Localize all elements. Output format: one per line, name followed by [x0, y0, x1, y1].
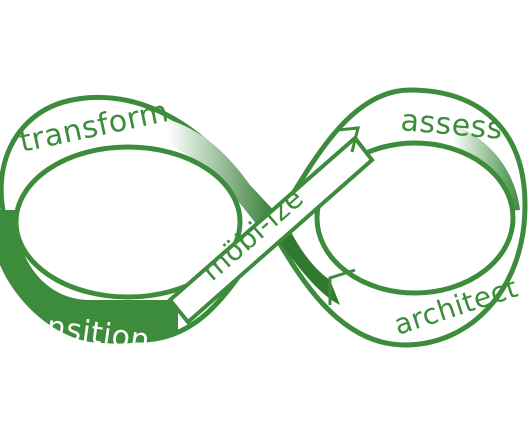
- center-lower-band: [278, 230, 340, 305]
- left-loop-hole: [13, 144, 243, 300]
- center-band: [167, 135, 375, 325]
- arrow-upper-right-icon: [337, 126, 360, 153]
- left-gradient-band: [168, 120, 278, 232]
- stage-label-assess: assess: [399, 103, 504, 147]
- transition-band-fill: [0, 210, 178, 344]
- arrow-lower-right-icon: [328, 268, 356, 305]
- right-loop-hole: [314, 140, 516, 296]
